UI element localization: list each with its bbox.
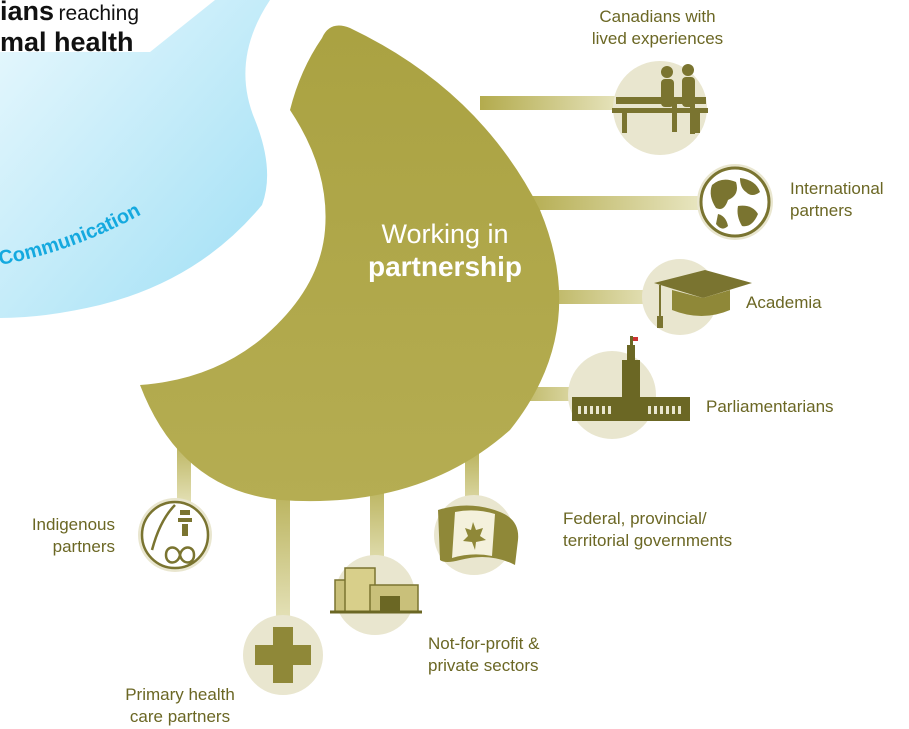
label-academia: Academia [746,292,822,314]
label-indigenous-line2: partners [52,537,115,556]
medical-cross-icon [243,615,323,695]
label-primary-line1: Primary health [125,685,235,704]
top-left-heading: ians reaching mal health [0,0,139,58]
label-indigenous: Indigenous partners [10,514,115,558]
label-parliament: Parliamentarians [706,396,834,418]
label-international-line1: International [790,179,884,198]
connector-international [520,196,720,210]
label-governments: Federal, provincial/ territorial governm… [563,508,763,552]
connector-primary [276,470,290,650]
label-primary-line2: care partners [129,707,231,726]
canada-flag-icon [434,495,519,575]
label-international-line2: partners [790,201,853,220]
heading-bold-1: ians [0,0,55,26]
label-governments-line1: Federal, provincial/ [563,509,707,528]
connector-lived [480,96,640,110]
hub-label-line1: Working in [381,219,509,249]
label-academia-line1: Academia [746,293,822,312]
label-nonprofit-line1: Not-for-profit & [428,634,540,653]
hub-label: Working in partnership [310,218,580,284]
label-parliament-line1: Parliamentarians [706,397,834,416]
heading-normal-1: reaching [58,2,140,25]
partnership-hub [140,25,560,502]
heading-bold-2: mal health [0,27,134,57]
graduation-cap-icon [642,259,752,335]
label-lived: Canadians with lived experiences [565,6,750,50]
office-buildings-icon [330,555,422,635]
parliament-building-icon [568,336,690,439]
label-nonprofit-line2: private sectors [428,656,539,675]
label-primary: Primary health care partners [95,684,265,728]
connector-academia [520,290,680,304]
label-lived-line2: lived experiences [591,29,724,48]
globe-icon [697,164,773,240]
label-international: International partners [790,178,908,222]
label-indigenous-line1: Indigenous [31,515,115,534]
hub-label-line2: partnership [367,251,523,282]
communication-arc [0,0,270,318]
indigenous-symbols-icon [138,498,212,572]
label-nonprofit: Not-for-profit & private sectors [428,633,588,677]
label-governments-line2: territorial governments [563,531,733,550]
label-lived-line1: Canadians with [599,7,716,26]
people-on-bench-icon [612,61,708,155]
